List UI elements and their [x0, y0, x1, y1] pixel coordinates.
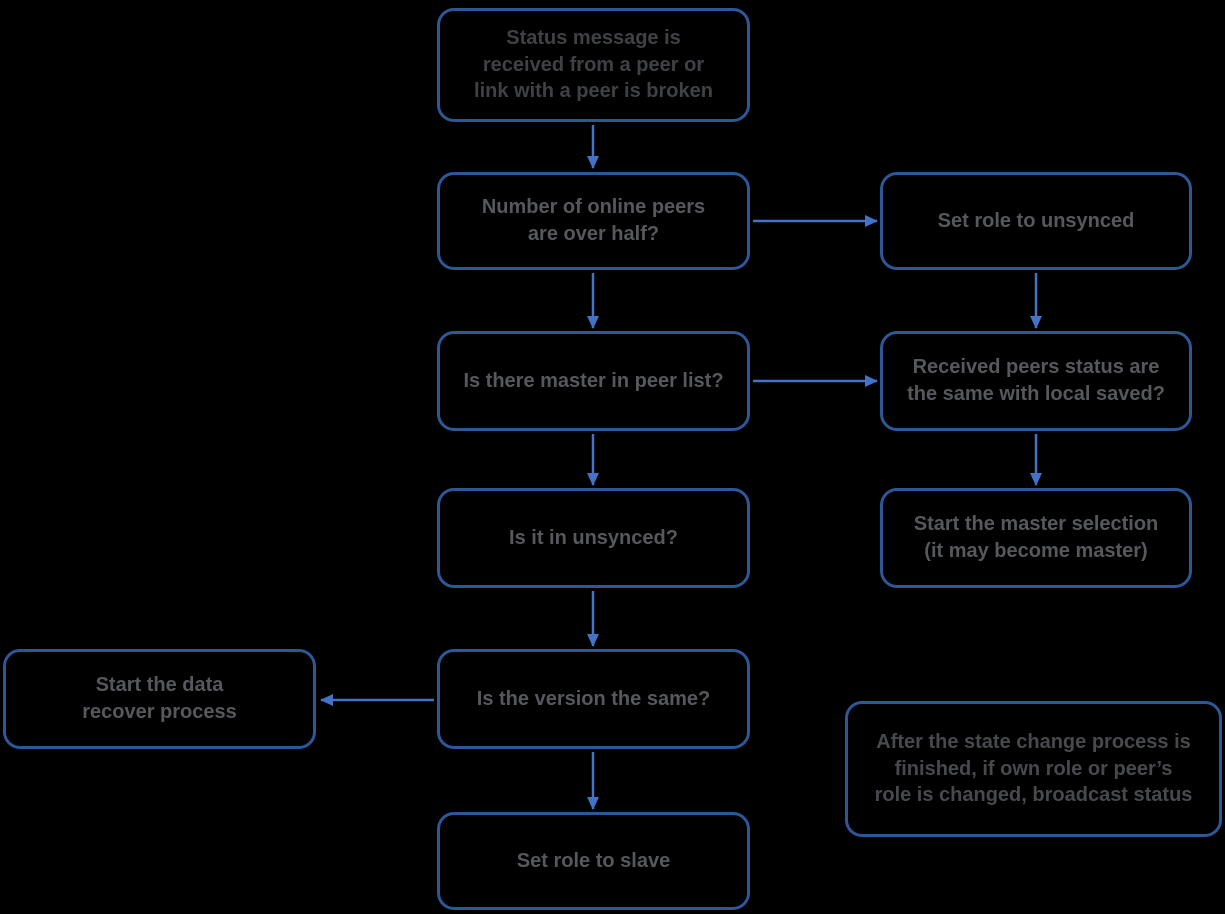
node-start-data-recover-label: Start the data recover process	[82, 674, 237, 723]
node-set-role-slave: Set role to slave	[437, 812, 750, 910]
node-start-master-selection-label: Start the master selection (it may becom…	[913, 513, 1159, 562]
node-start-master-selection: Start the master selection (it may becom…	[880, 488, 1192, 588]
node-is-in-unsynced: Is it in unsynced?	[437, 488, 750, 588]
node-broadcast-status-note: After the state change process is finish…	[845, 701, 1222, 837]
node-broadcast-status-note-label: After the state change process is finish…	[874, 730, 1193, 807]
node-is-in-unsynced-label: Is it in unsynced?	[509, 526, 678, 549]
node-status-message-label: Status message is received from a peer o…	[474, 26, 713, 103]
node-master-in-peer-list-label: Is there master in peer list?	[463, 369, 724, 392]
node-is-version-same: Is the version the same?	[437, 649, 750, 749]
node-set-role-unsynced: Set role to unsynced	[880, 172, 1192, 270]
node-set-role-unsynced-label: Set role to unsynced	[937, 209, 1135, 232]
node-master-in-peer-list: Is there master in peer list?	[437, 331, 750, 431]
node-received-peers-status: Received peers status are the same with …	[880, 331, 1192, 431]
node-set-role-slave-label: Set role to slave	[516, 849, 671, 872]
node-is-version-same-label: Is the version the same?	[476, 687, 711, 710]
node-online-peers-label: Number of online peers are over half?	[481, 196, 706, 245]
node-received-peers-status-label: Received peers status are the same with …	[907, 356, 1165, 405]
node-start-data-recover: Start the data recover process	[3, 649, 316, 749]
node-online-peers-over-half: Number of online peers are over half?	[437, 172, 750, 270]
node-status-message: Status message is received from a peer o…	[437, 8, 750, 122]
